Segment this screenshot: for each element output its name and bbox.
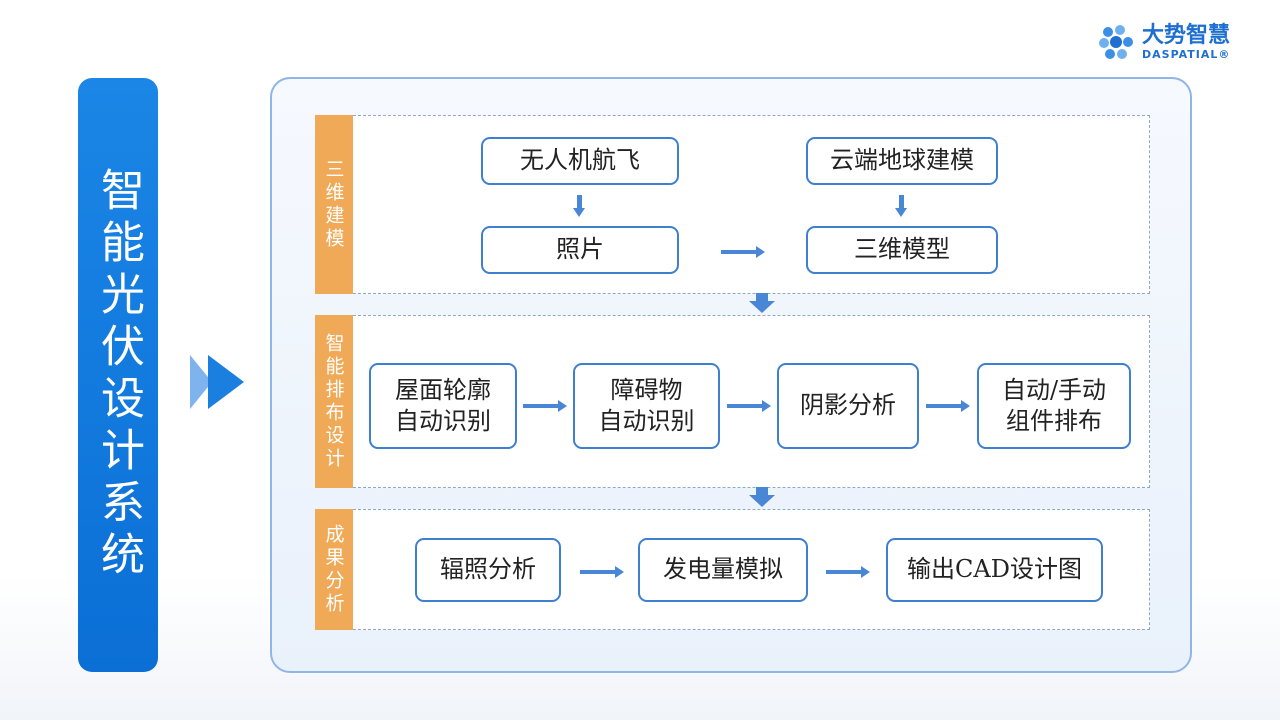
arrow-right [721,246,765,258]
brand-logo: 大势智慧 DASPATIAL® [1098,22,1230,62]
section-arrow-down-icon [749,487,775,507]
section-label-modeling: 三维建模 [315,115,353,294]
box-obstacle-recognition: 障碍物 自动识别 [573,363,720,449]
box-photos: 照片 [481,226,679,274]
section-arrow-down-icon [749,293,775,313]
box-cloud-modeling: 云端地球建模 [806,137,998,185]
hexagon-logo-icon [1099,25,1133,59]
box-power-simulation: 发电量模拟 [638,538,808,602]
arrow-right [926,400,970,412]
arrow-right [727,400,771,412]
box-roof-recognition: 屋面轮廓 自动识别 [369,363,517,449]
box-module-layout: 自动/手动 组件排布 [977,363,1131,449]
arrow-down [895,195,907,217]
section-modeling [353,115,1150,294]
box-shadow-analysis: 阴影分析 [777,363,919,449]
section-label-layout: 智能排布设计 [315,315,353,488]
section-label-results: 成果分析 [315,509,353,630]
system-title-bar: 智能光伏设计系统 [78,78,158,672]
arrow-right [580,566,624,578]
double-arrow-icon [190,355,244,409]
arrow-right [523,400,567,412]
arrow-right [826,566,870,578]
box-irradiance-analysis: 辐照分析 [415,538,561,602]
box-drone-flight: 无人机航飞 [481,137,679,185]
brand-name-cn: 大势智慧 [1142,22,1231,48]
box-3d-model: 三维模型 [806,226,998,274]
system-title: 智能光伏设计系统 [93,167,144,583]
arrow-down [573,195,585,217]
box-cad-output: 输出CAD设计图 [886,538,1103,602]
brand-name-en: DASPATIAL® [1142,47,1231,61]
